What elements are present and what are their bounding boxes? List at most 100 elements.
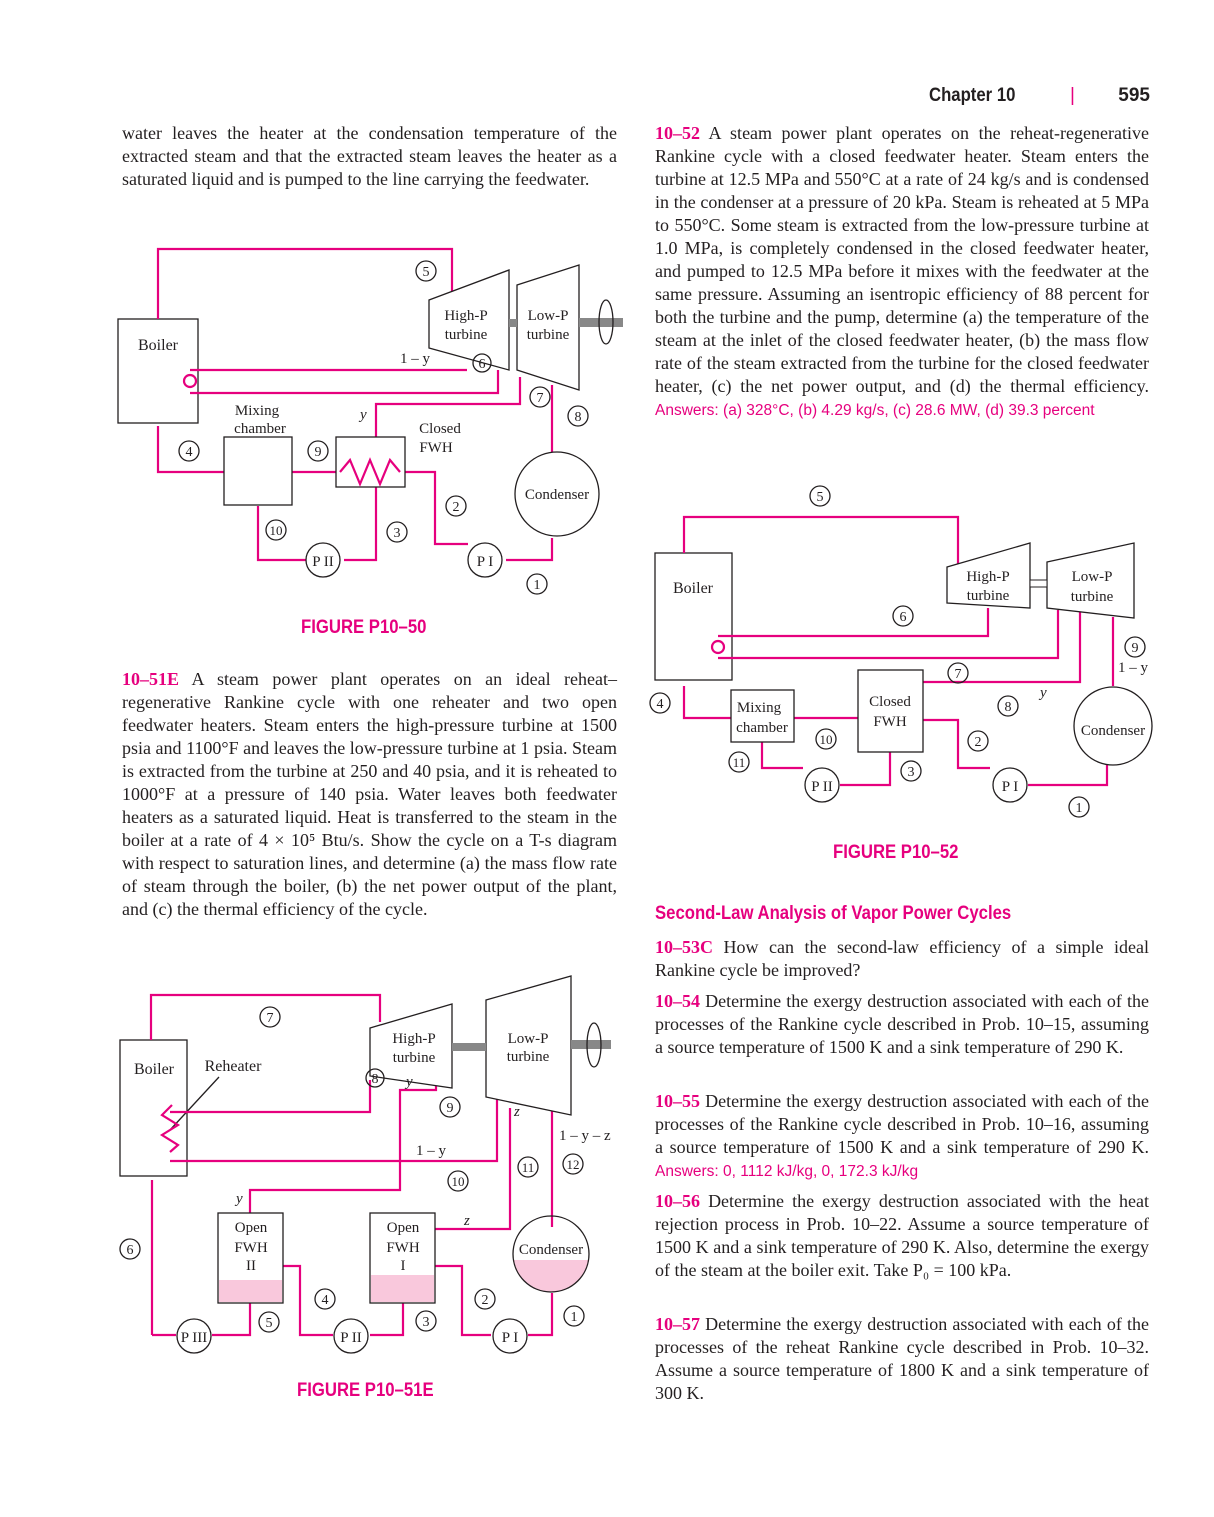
svg-text:7: 7 bbox=[955, 667, 962, 682]
svg-text:6: 6 bbox=[479, 357, 486, 372]
problem-10-53c-number: 10–53C bbox=[655, 937, 713, 957]
svg-text:4: 4 bbox=[322, 1293, 329, 1308]
problem-10-52-number: 10–52 bbox=[655, 123, 700, 143]
fig50-line-3 bbox=[344, 487, 378, 562]
fig52-condenser-label: Condenser bbox=[1081, 723, 1145, 739]
fig50-state-5: 5 bbox=[415, 260, 437, 282]
fig50-line-2 bbox=[405, 470, 468, 546]
fig51-condenser-label: Condenser bbox=[519, 1242, 583, 1258]
fig51-shaft bbox=[571, 1040, 611, 1049]
problem-10-57-number: 10–57 bbox=[655, 1314, 700, 1334]
fig51-condenser bbox=[512, 1215, 590, 1293]
fig52-state-11: 11 bbox=[728, 751, 750, 773]
fig51-lp-label: Low-P bbox=[508, 1031, 549, 1047]
fig52-label-1-y: 1 – y bbox=[1118, 660, 1149, 676]
fig51-state-5: 5 bbox=[258, 1311, 280, 1333]
fig52-lp-label: Low-P bbox=[1072, 569, 1113, 585]
svg-text:2: 2 bbox=[482, 1293, 489, 1308]
fig50-reheat-coil bbox=[182, 373, 198, 389]
fig52-fwh-label: Closed bbox=[869, 694, 911, 710]
fig50-fwh-coil bbox=[339, 457, 401, 487]
svg-text:4: 4 bbox=[657, 697, 664, 712]
left-intro-paragraph: water leaves the heater at the condensat… bbox=[122, 123, 617, 189]
fig51-coupling bbox=[452, 1043, 486, 1051]
page-number: 595 bbox=[1118, 85, 1150, 106]
problem-10-54-number: 10–54 bbox=[655, 991, 700, 1011]
problem-10-55: 10–55 Determine the exergy destruction a… bbox=[655, 1090, 1149, 1183]
fig52-pump-2-label: P II bbox=[811, 779, 833, 795]
fig51-state-9: 9 bbox=[439, 1096, 461, 1118]
fig51-fwh2-label2: FWH bbox=[234, 1240, 268, 1256]
fig51-line-z bbox=[402, 1108, 512, 1231]
problem-10-55-answers: Answers: 0, 1112 kJ/kg, 0, 172.3 kJ/kg bbox=[655, 1163, 919, 1180]
fig51-line-9 bbox=[170, 1098, 499, 1163]
svg-text:7: 7 bbox=[267, 1011, 274, 1026]
fig52-reheat-coil bbox=[710, 639, 726, 655]
fig51-fwh1-label3: I bbox=[401, 1258, 406, 1274]
fig52-hp-label2: turbine bbox=[967, 588, 1010, 604]
fig51-pump-3-label: P III bbox=[181, 1330, 208, 1346]
fig51-pump-2-label: P II bbox=[340, 1330, 362, 1346]
fig51-state-11: 11 bbox=[517, 1156, 539, 1178]
fig51-state-6: 6 bbox=[119, 1238, 141, 1260]
fig52-boiler bbox=[654, 552, 733, 681]
fig51-label-1-y: 1 – y bbox=[416, 1143, 447, 1159]
svg-text:10: 10 bbox=[270, 523, 283, 538]
fig51-caption: FIGURE P10–51E bbox=[297, 1380, 434, 1401]
fig50-pump-2 bbox=[305, 542, 341, 578]
problem-10-56: 10–56 Determine the exergy destruction a… bbox=[655, 1190, 1149, 1282]
svg-text:5: 5 bbox=[817, 490, 824, 505]
fig51-state-10: 10 bbox=[447, 1170, 469, 1192]
fig50-state-4: 4 bbox=[178, 440, 200, 462]
fig51-state-2: 2 bbox=[474, 1288, 496, 1310]
fig51-hp-label2: turbine bbox=[393, 1050, 436, 1066]
svg-text:10: 10 bbox=[820, 732, 833, 747]
fig52-state-6: 6 bbox=[892, 605, 914, 627]
fig52-line-2 bbox=[923, 718, 990, 770]
fig50-fwh-label: Closed bbox=[419, 421, 461, 437]
problem-10-52-text: A steam power plant operates on the rehe… bbox=[655, 123, 1149, 396]
fig50-hp-label: High-P bbox=[444, 308, 487, 324]
problem-10-54: 10–54 Determine the exergy destruction a… bbox=[655, 990, 1149, 1059]
fig51-fwh1-label2: FWH bbox=[386, 1240, 420, 1256]
fig50-state-2: 2 bbox=[445, 495, 467, 517]
svg-text:6: 6 bbox=[900, 610, 907, 625]
fig52-state-2: 2 bbox=[967, 730, 989, 752]
fig51-state-3: 3 bbox=[415, 1310, 437, 1332]
fig50-line-7 bbox=[374, 377, 522, 437]
svg-text:11: 11 bbox=[733, 755, 746, 770]
problem-10-51e-number: 10–51E bbox=[122, 669, 180, 689]
fig51-state-1: 1 bbox=[563, 1305, 585, 1327]
fig51-boiler-label: Boiler bbox=[134, 1061, 175, 1078]
svg-text:2: 2 bbox=[453, 500, 460, 515]
header-separator: | bbox=[1070, 85, 1075, 106]
fig52-pump-2 bbox=[804, 767, 840, 803]
svg-text:1: 1 bbox=[534, 578, 541, 593]
fig52-hp-label: High-P bbox=[966, 569, 1009, 585]
svg-text:12: 12 bbox=[567, 1157, 580, 1172]
fig52-hp-turbine bbox=[946, 542, 1031, 609]
fig50-lp-turbine bbox=[516, 264, 580, 391]
problem-10-52-answers: Answers: (a) 328°C, (b) 4.29 kg/s, (c) 2… bbox=[655, 402, 1095, 419]
fig51-line-3 bbox=[370, 1303, 405, 1337]
running-header: Chapter 10 | 595 bbox=[929, 85, 1150, 111]
fig51-state-7: 7 bbox=[259, 1006, 281, 1028]
fig50-line-1 bbox=[506, 538, 554, 562]
fig50-state-8: 8 bbox=[567, 405, 589, 427]
svg-text:9: 9 bbox=[447, 1101, 454, 1116]
svg-text:8: 8 bbox=[1005, 700, 1012, 715]
chapter-label: Chapter 10 bbox=[929, 85, 1016, 106]
fig51-line-1 bbox=[528, 1293, 554, 1337]
section-title: Second-Law Analysis of Vapor Power Cycle… bbox=[655, 903, 1012, 924]
fig51-fwh1-liquid bbox=[371, 1275, 434, 1302]
svg-text:5: 5 bbox=[266, 1316, 273, 1331]
fig51-state-8: 8 bbox=[365, 1068, 385, 1088]
fig50-mixing-chamber bbox=[223, 436, 293, 506]
fig52-state-8: 8 bbox=[997, 695, 1019, 717]
fig52-label-y: y bbox=[1038, 685, 1047, 701]
fig51-line-5 bbox=[212, 1303, 252, 1337]
fig50-state-3: 3 bbox=[386, 521, 408, 543]
fig51-boiler bbox=[119, 1039, 188, 1177]
fig50-mix-label2: chamber bbox=[234, 421, 286, 437]
fig51-pump-2 bbox=[333, 1318, 369, 1354]
